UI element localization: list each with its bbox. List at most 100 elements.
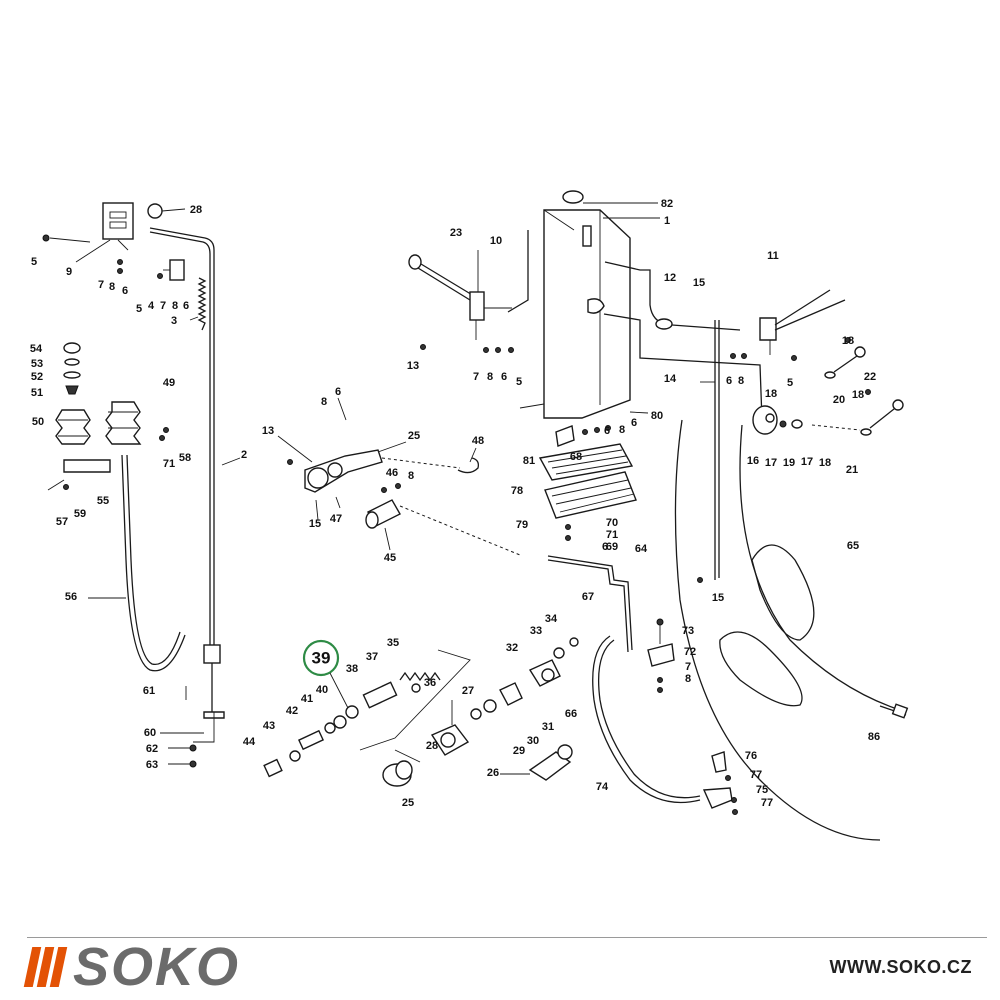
part-number-5: 5 — [136, 303, 142, 315]
part-number-15: 15 — [712, 592, 724, 604]
part-number-8: 8 — [619, 424, 625, 436]
part-number-29: 29 — [513, 745, 525, 757]
part-number-17: 17 — [765, 457, 777, 469]
part-number-14: 14 — [664, 373, 677, 385]
part-number-65: 65 — [847, 540, 859, 552]
part-number-8: 8 — [321, 396, 327, 408]
part-number-18: 18 — [819, 457, 831, 469]
part-number-49: 49 — [163, 377, 175, 389]
part-number-1: 1 — [664, 215, 670, 227]
part-number-20: 20 — [833, 394, 845, 406]
part-number-8: 8 — [738, 375, 744, 387]
part-number-79: 79 — [516, 519, 528, 531]
part-number-8: 8 — [487, 371, 493, 383]
part-number-66: 66 — [565, 708, 577, 720]
part-number-67: 67 — [582, 591, 594, 603]
part-number-78: 78 — [511, 485, 523, 497]
part-number-32: 32 — [506, 642, 518, 654]
part-number-35: 35 — [387, 637, 399, 649]
right-linkage-assembly — [603, 261, 904, 580]
website-link[interactable]: WWW.SOKO.CZ — [829, 957, 972, 977]
part-number-43: 43 — [263, 720, 275, 732]
part-number-7: 7 — [685, 661, 691, 673]
part-number-16: 16 — [747, 455, 759, 467]
footer-divider — [27, 937, 987, 938]
part-number-54: 54 — [30, 343, 43, 355]
part-number-30: 30 — [527, 735, 539, 747]
part-number-28: 28 — [190, 204, 202, 216]
part-bellows-left — [55, 409, 91, 445]
part-number-25: 25 — [402, 797, 414, 809]
part-number-11: 11 — [767, 250, 779, 262]
part-number-13: 13 — [407, 360, 419, 372]
part-number-42: 42 — [286, 705, 298, 717]
part-number-25: 25 — [408, 430, 420, 442]
part-number-19: 19 — [783, 457, 795, 469]
cables — [674, 419, 909, 841]
part-number-26: 26 — [487, 767, 499, 779]
part-number-74: 74 — [596, 781, 609, 793]
part-number-5: 5 — [516, 376, 522, 388]
part-number-18: 18 — [842, 335, 854, 347]
part-number-47: 47 — [330, 513, 342, 525]
part-number-7: 7 — [160, 300, 166, 312]
part-number-86: 86 — [868, 731, 880, 743]
part-number-10: 10 — [490, 235, 502, 247]
part-number-8: 8 — [172, 300, 178, 312]
part-number-4: 4 — [148, 300, 155, 312]
part-number-21: 21 — [846, 464, 858, 476]
part-number-56: 56 — [65, 591, 77, 603]
part-number-41: 41 — [301, 693, 313, 705]
part-number-46: 46 — [386, 467, 398, 479]
part-plate — [102, 202, 134, 240]
part-number-6: 6 — [602, 541, 608, 553]
part-number-5: 5 — [31, 256, 37, 268]
part-number-31: 31 — [542, 721, 554, 733]
part-number-23: 23 — [450, 227, 462, 239]
part-lever-knob — [408, 254, 422, 270]
part-number-15: 15 — [693, 277, 705, 289]
part-number-18: 18 — [852, 389, 864, 401]
part-clamp — [203, 644, 221, 664]
part-number-17: 17 — [801, 456, 813, 468]
lower-linkage — [547, 524, 675, 693]
brand-name: SOKO — [73, 937, 241, 997]
part-number-80: 80 — [651, 410, 663, 422]
part-number-2: 2 — [241, 449, 247, 461]
part-number-6: 6 — [631, 417, 637, 429]
part-number-3: 3 — [171, 315, 177, 327]
lower-cable — [592, 635, 738, 815]
highlight-marker[interactable]: 39 — [302, 639, 349, 709]
brand-stripes-icon — [23, 947, 68, 987]
part-number-50: 50 — [32, 416, 44, 428]
part-number-60: 60 — [144, 727, 156, 739]
highlight-label: 39 — [312, 648, 331, 667]
part-number-52: 52 — [31, 371, 43, 383]
part-number-27: 27 — [462, 685, 474, 697]
part-number-13: 13 — [262, 425, 274, 437]
part-number-75: 75 — [756, 784, 768, 796]
part-number-77: 77 — [750, 769, 762, 781]
part-number-28: 28 — [426, 740, 438, 752]
part-number-71: 71 — [606, 529, 618, 541]
hand-lever-assembly — [408, 250, 514, 353]
part-number-8: 8 — [685, 673, 691, 685]
part-number-69: 69 — [606, 541, 618, 553]
part-number-6: 6 — [604, 425, 610, 437]
part-number-76: 76 — [745, 750, 757, 762]
part-number-33: 33 — [530, 625, 542, 637]
part-number-18: 18 — [765, 388, 777, 400]
part-pivot-disk — [752, 405, 778, 435]
part-number-6: 6 — [122, 285, 128, 297]
part-number-44: 44 — [243, 736, 256, 748]
part-mat-upper — [538, 443, 634, 481]
part-number-77: 77 — [761, 797, 773, 809]
part-number-5: 5 — [787, 377, 793, 389]
brand-logo[interactable]: SOKO — [23, 937, 241, 997]
part-number-64: 64 — [635, 543, 648, 555]
part-number-15: 15 — [309, 518, 321, 530]
part-number-81: 81 — [523, 455, 535, 467]
part-number-72: 72 — [684, 646, 696, 658]
